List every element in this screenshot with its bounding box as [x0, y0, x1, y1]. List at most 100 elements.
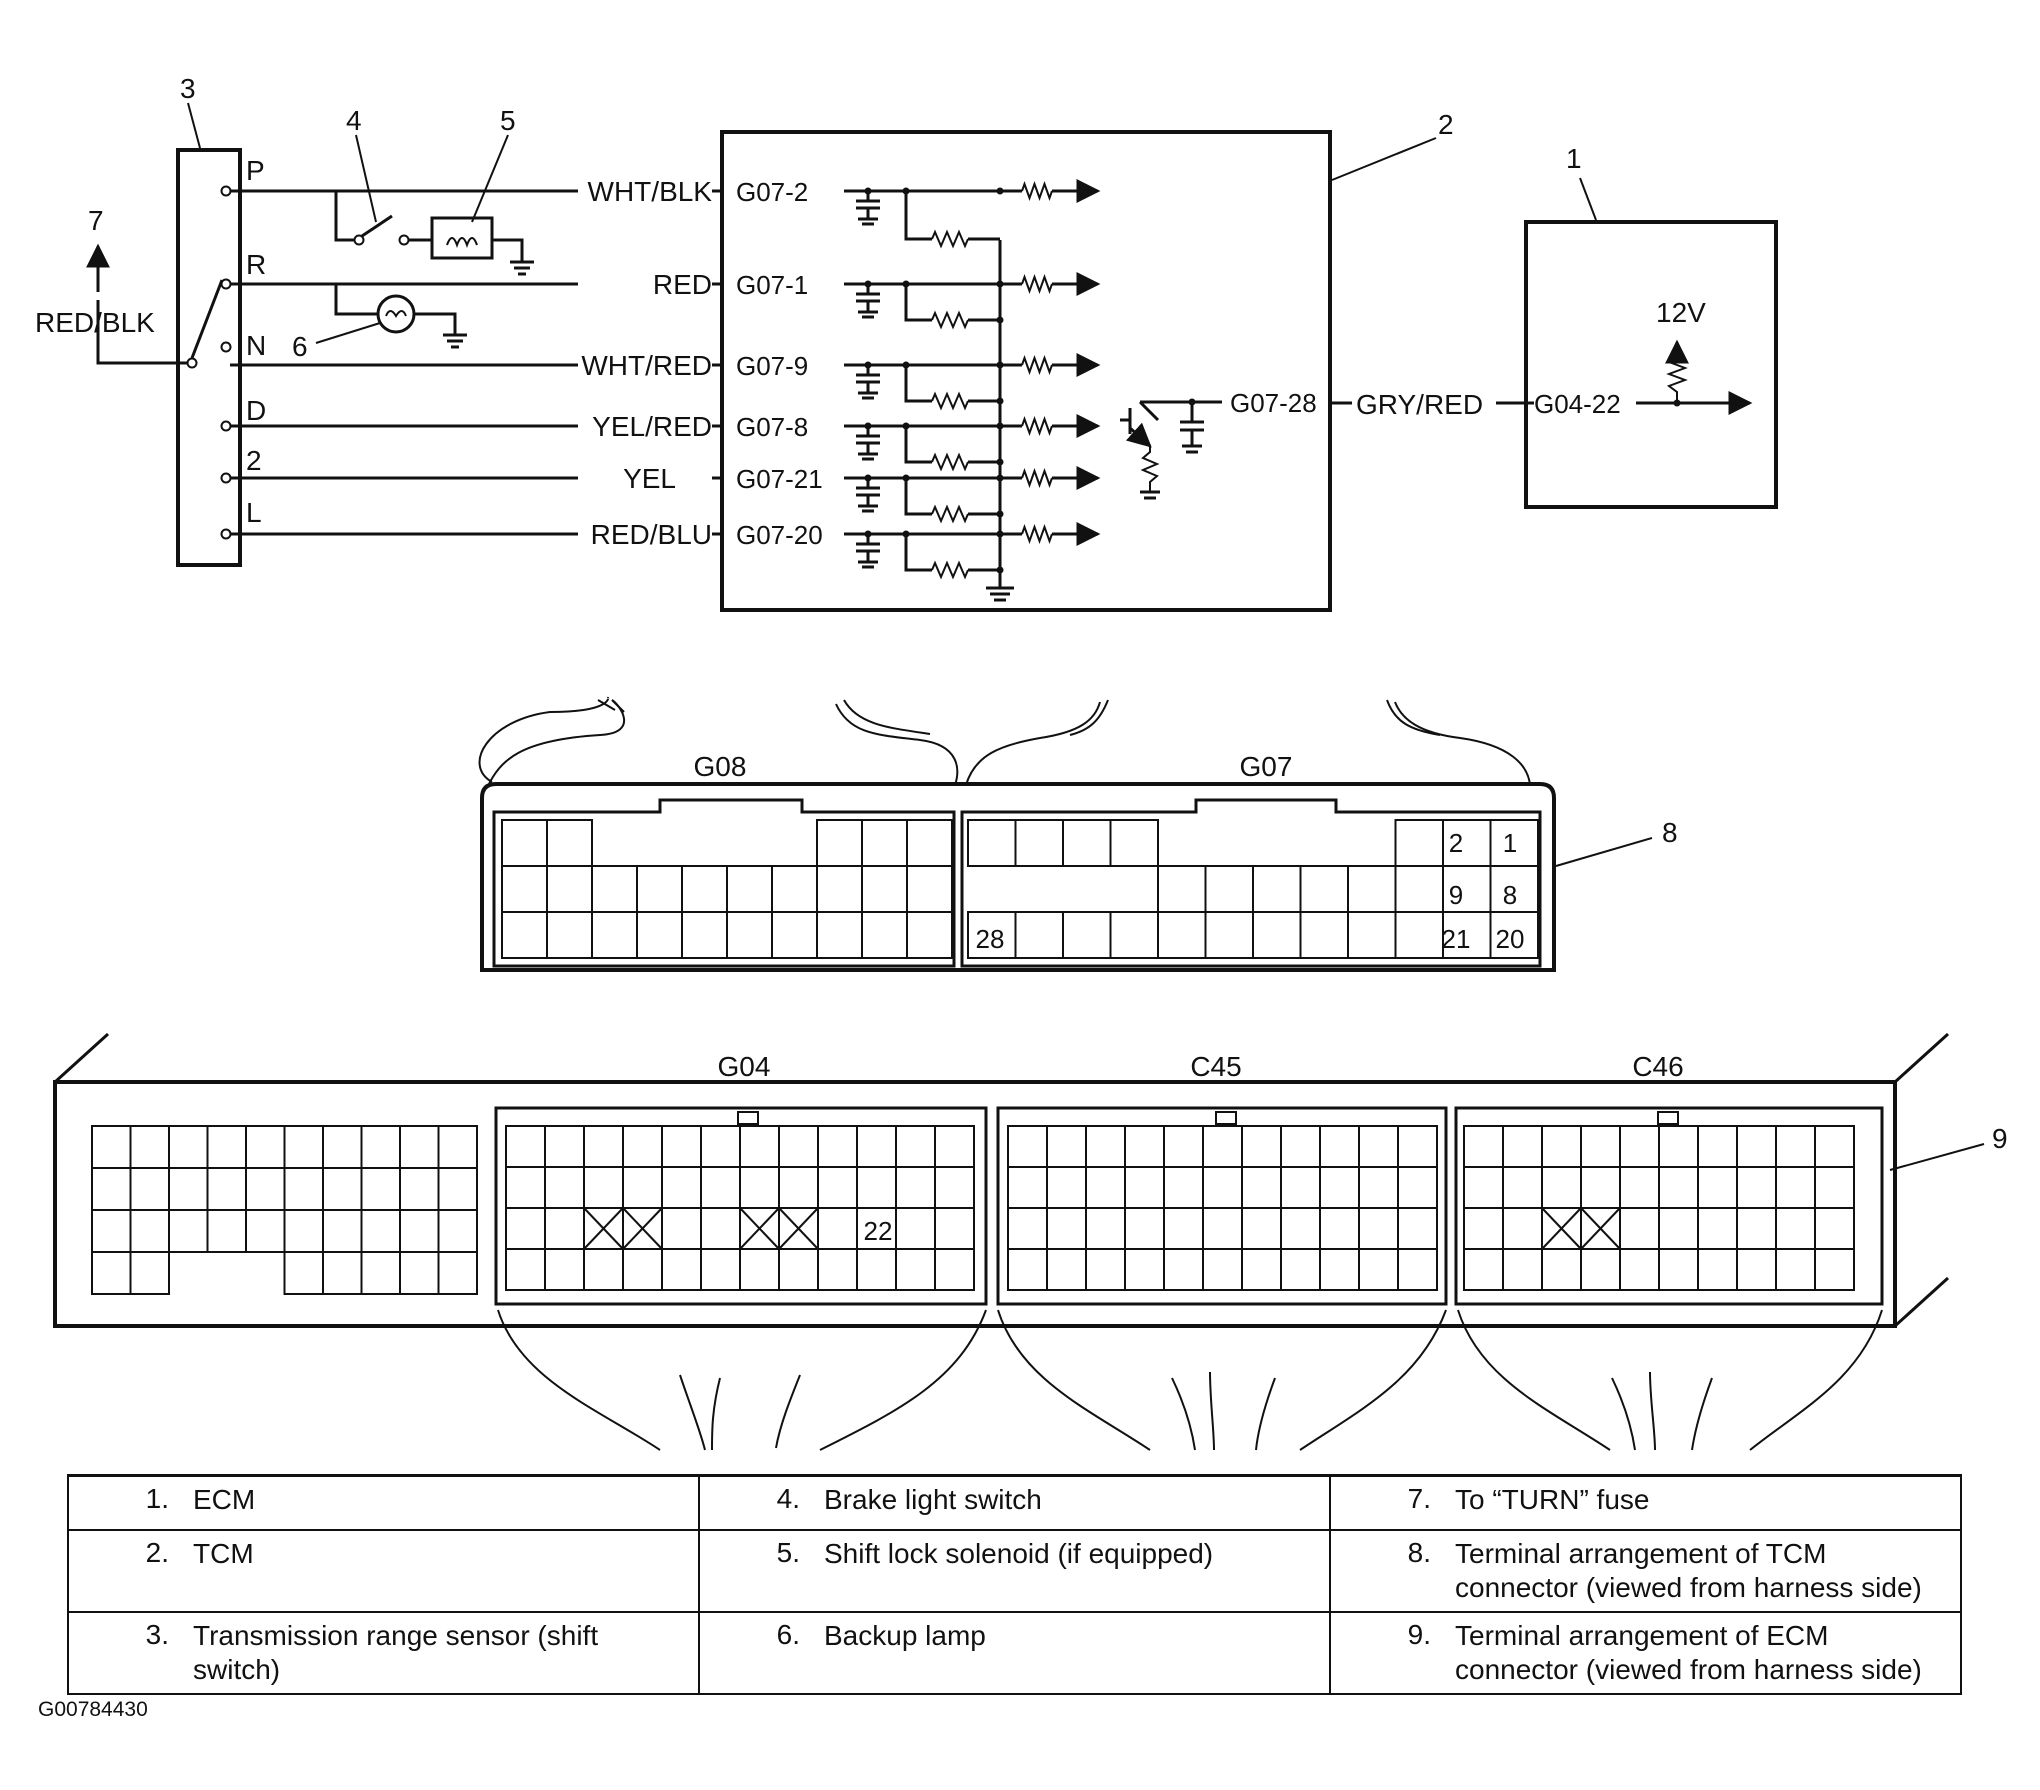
cavity [1502, 1125, 1543, 1168]
cavity [622, 1248, 663, 1291]
cavity [934, 1207, 975, 1250]
brake-switch [334, 191, 432, 246]
cavity [1463, 1207, 1504, 1250]
cavity [739, 1125, 780, 1168]
cavity [437, 1125, 478, 1169]
cavity [1007, 1125, 1048, 1168]
cavity [817, 1207, 858, 1250]
cavity [1046, 1125, 1087, 1168]
cavity [1007, 1207, 1048, 1250]
backup-lamp [334, 284, 467, 349]
ecm-connector-label-c46: C46 [1632, 1051, 1683, 1082]
cavity [206, 1167, 247, 1211]
cavity [1358, 1125, 1399, 1168]
cavity [1541, 1166, 1582, 1209]
cavity [1085, 1166, 1126, 1209]
cavity [739, 1166, 780, 1209]
cavity [1658, 1207, 1699, 1250]
legend-item-5: 5.Shift lock solenoid (if equipped) [776, 1537, 1214, 1569]
wire-label-3: WHT/RED [581, 350, 712, 381]
cavity [501, 911, 548, 959]
cavity [1397, 1207, 1438, 1250]
ecm-connector-block [1007, 1125, 1438, 1291]
tcm-pin-1: 1 [1503, 828, 1517, 858]
cavity [206, 1125, 247, 1169]
cavity [1204, 865, 1254, 913]
tcm-input-circuit [844, 353, 1101, 411]
cavity [1204, 911, 1254, 959]
tcm-output-terminal: G07-28 [1230, 388, 1317, 418]
cavity [544, 1207, 585, 1250]
cavity [861, 819, 908, 867]
cavity [1163, 1166, 1204, 1209]
cavity [1319, 1207, 1360, 1250]
cavity [1085, 1207, 1126, 1250]
cavity [544, 1166, 585, 1209]
cavity [1775, 1248, 1816, 1291]
cavity [934, 1125, 975, 1168]
cavity [501, 819, 548, 867]
cavity [1541, 1248, 1582, 1291]
ecm-pin-22: 22 [864, 1216, 893, 1246]
cavity [206, 1209, 247, 1253]
ecm-connector-block [1463, 1125, 1855, 1291]
cavity [1397, 1248, 1438, 1291]
cavity [1541, 1125, 1582, 1168]
ecm-connector-label-c45: C45 [1190, 1051, 1241, 1082]
cavity [1124, 1125, 1165, 1168]
cavity [1202, 1125, 1243, 1168]
tcm-pin-2: 2 [1449, 828, 1463, 858]
cavity [934, 1166, 975, 1209]
cavity [816, 819, 863, 867]
cavity [1619, 1248, 1660, 1291]
key-tab [1657, 1111, 1679, 1125]
cavity [1463, 1166, 1504, 1209]
wiper-arm [190, 279, 224, 359]
cavity [283, 1125, 324, 1169]
link-wire-label: GRY/RED [1356, 389, 1483, 420]
tcm-terminal-4: G07-8 [736, 412, 808, 442]
cavity [1580, 1125, 1621, 1168]
cavity [1046, 1207, 1087, 1250]
cavity [1394, 819, 1444, 867]
cavity [546, 819, 593, 867]
cavity [1241, 1248, 1282, 1291]
cavity [1241, 1207, 1282, 1250]
tcm-input-circuit [844, 466, 1101, 524]
cavity [895, 1125, 936, 1168]
cavity [700, 1248, 741, 1291]
cavity [1299, 911, 1349, 959]
wire-label-4: YEL/RED [592, 411, 712, 442]
cavity [129, 1125, 170, 1169]
cavity [1062, 911, 1112, 959]
callout-3: 3 [180, 73, 196, 104]
cavity [245, 1209, 286, 1253]
cavity [1394, 865, 1444, 913]
cavity [1202, 1207, 1243, 1250]
cavity [1319, 1125, 1360, 1168]
legend-item-4: 4.Brake light switch [776, 1483, 1042, 1515]
legend-row: 1.ECM 4.Brake light switch 7.To “TURN” f… [67, 1474, 1962, 1531]
wiring-diagram: P R N D 2 L RED/BLK WHT/BLK RED WHT/RED … [35, 73, 2008, 1451]
cavity [1241, 1125, 1282, 1168]
cavity [906, 865, 953, 913]
cavity [895, 1248, 936, 1291]
g07-cavities [967, 819, 1539, 959]
cavity [1252, 911, 1302, 959]
tcm-input-circuits [844, 179, 1101, 580]
cavity [1347, 865, 1397, 913]
ecm-terminal: G04-22 [1534, 389, 1621, 419]
cavity [967, 819, 1017, 867]
cavity [856, 1125, 897, 1168]
cavity [505, 1207, 546, 1250]
cavity [245, 1167, 286, 1211]
key-tab [1215, 1111, 1237, 1125]
cavity [1736, 1207, 1777, 1250]
cavity [778, 1125, 819, 1168]
legend-row: 2.TCM 5.Shift lock solenoid (if equipped… [67, 1529, 1962, 1613]
cavity [1157, 865, 1207, 913]
cavity [1814, 1207, 1855, 1250]
cavity [91, 1167, 132, 1211]
cavity [1397, 1125, 1438, 1168]
cavity [700, 1166, 741, 1209]
